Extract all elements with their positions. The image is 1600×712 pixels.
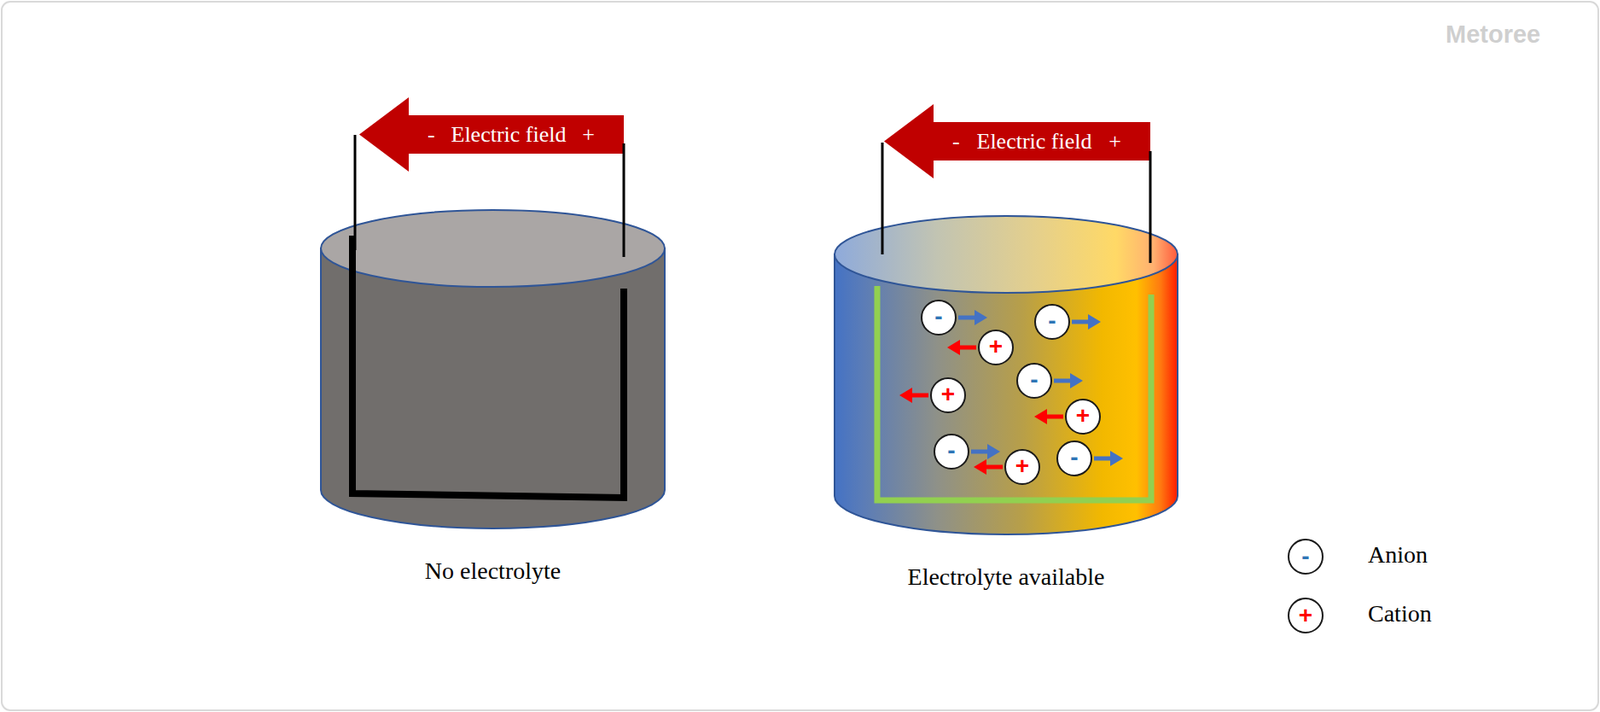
electrode	[877, 285, 1152, 501]
field-arrow: -Electric field +	[884, 104, 1151, 179]
motion-arrowhead	[899, 387, 913, 403]
cylinder-top	[834, 215, 1178, 293]
motion-arrowhead	[1070, 372, 1083, 389]
cylinder-shape	[833, 215, 1179, 535]
motion-arrow	[1053, 378, 1073, 384]
cell-cylinder: -+-+-+-+-Electrolyte available	[833, 215, 1179, 535]
wire	[622, 143, 626, 257]
cation-circle: +	[930, 377, 966, 414]
ion-sign: +	[1015, 453, 1030, 478]
motion-arrow	[1044, 414, 1064, 419]
motion-arrowhead	[1088, 314, 1101, 330]
anion-circle: -	[1034, 303, 1071, 340]
anion-circle: -	[1016, 362, 1053, 399]
ion-sign: +	[941, 382, 955, 407]
field-arrow: -Electric field +	[359, 97, 624, 172]
motion-arrow	[957, 345, 977, 350]
anion-sample: -	[1287, 538, 1324, 575]
ion-sign: -	[1047, 308, 1056, 333]
motion-arrowhead	[987, 443, 1001, 460]
arrow-label-row: -Electric field +	[926, 122, 1134, 161]
motion-arrow	[958, 315, 978, 320]
arrow-polygon	[884, 104, 1151, 179]
wire	[881, 142, 885, 255]
ion-sign: -	[947, 438, 955, 463]
motion-arrowhead	[1110, 450, 1123, 466]
legend-label: Cation	[1367, 599, 1432, 628]
anion-circle: -	[920, 299, 957, 336]
watermark: Metoree	[1445, 20, 1541, 49]
cell-caption: Electrolyte available	[907, 563, 1106, 591]
legend-label: Anion	[1367, 541, 1428, 569]
ion-sign: -	[1070, 445, 1078, 470]
motion-arrow	[1093, 456, 1113, 461]
wire	[354, 134, 357, 251]
cation-sample: +	[1287, 597, 1324, 634]
motion-arrowhead	[1034, 408, 1048, 425]
motion-arrowhead	[974, 309, 988, 326]
motion-arrow	[1071, 320, 1091, 325]
cylinder-body	[834, 254, 1178, 535]
cation-circle: +	[977, 329, 1014, 366]
ion-sign: +	[1076, 403, 1090, 428]
motion-arrowhead	[973, 459, 987, 475]
wire	[1149, 151, 1152, 263]
motion-arrowhead	[947, 339, 960, 355]
electrode	[352, 235, 624, 498]
arrow-label-row: -Electric field +	[401, 115, 607, 154]
ion-sign: +	[989, 334, 1003, 359]
cylinder-shape	[320, 209, 666, 529]
motion-arrow	[983, 465, 1003, 470]
cell-caption: No electrolyte	[424, 557, 561, 585]
field-label: Electric field	[451, 122, 567, 148]
polarity-sign: +	[1108, 128, 1122, 155]
motion-arrow	[909, 393, 929, 398]
cation-circle: +	[1004, 448, 1041, 485]
ion-sign: -	[1029, 367, 1038, 392]
cylinder-body	[320, 248, 665, 529]
ion-sign: -	[934, 304, 943, 329]
cation-circle: +	[1064, 398, 1101, 435]
polarity-sign: -	[427, 122, 436, 148]
field-label: Electric field	[977, 128, 1093, 155]
anion-circle: -	[1056, 440, 1093, 477]
polarity-sign: -	[952, 128, 960, 155]
arrow-polygon	[359, 97, 624, 172]
anion-circle: -	[933, 433, 970, 470]
motion-arrow	[971, 449, 990, 454]
cylinder-top	[320, 209, 665, 287]
cell-cylinder: No electrolyte	[320, 209, 666, 529]
polarity-sign: +	[581, 122, 595, 148]
